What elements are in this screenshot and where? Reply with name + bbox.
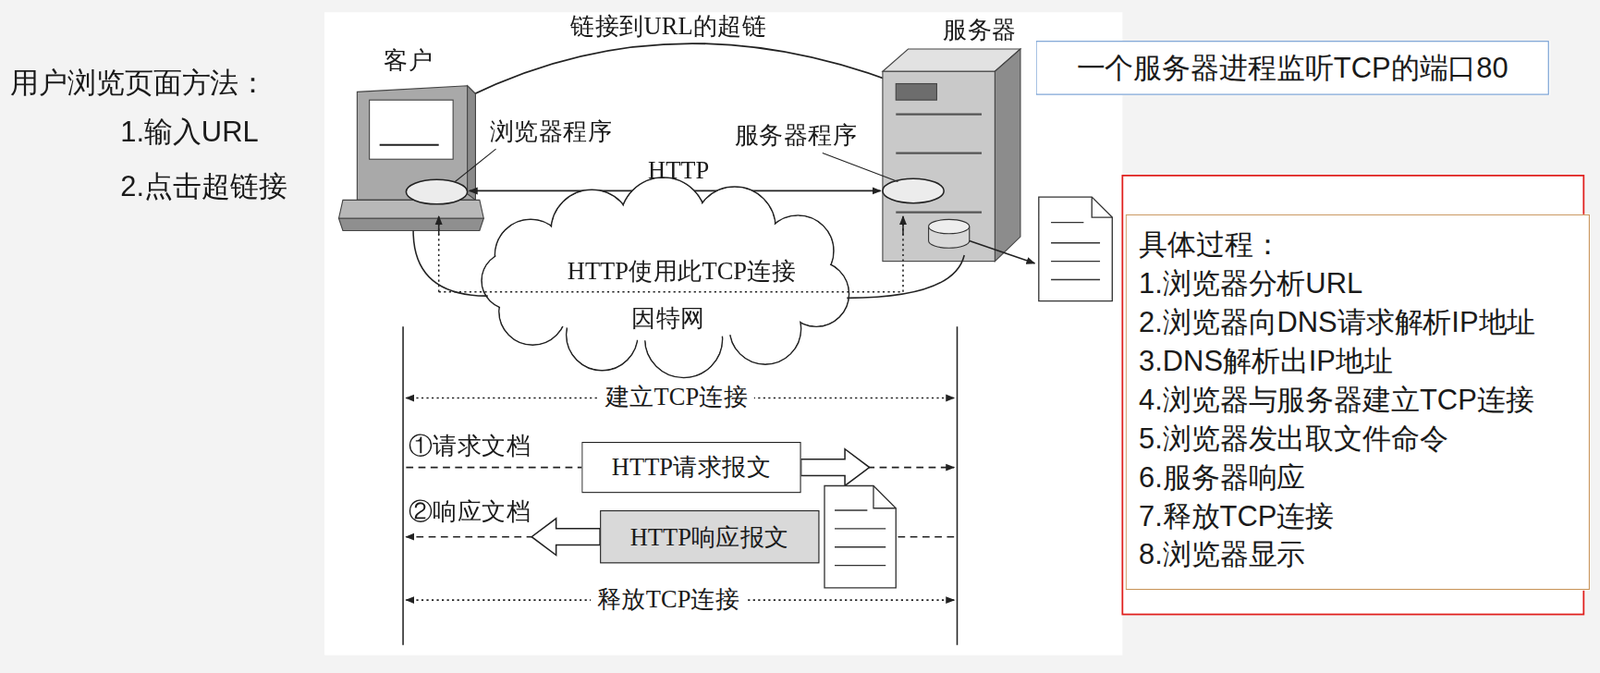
label: HTTP [647, 157, 709, 185]
document-icon [1091, 196, 1112, 218]
server-tower [895, 113, 982, 116]
step-text: 5.浏览器发出取文件命令 [1138, 419, 1577, 459]
client-computer [405, 179, 467, 204]
timeline [402, 326, 404, 645]
server-tower [895, 151, 982, 154]
label: 用户浏览页面方法： [10, 67, 268, 101]
label: ①请求文档 [408, 432, 531, 461]
access-line [413, 230, 489, 296]
label: 释放TCP连接 [590, 586, 746, 614]
server-tower [928, 219, 970, 233]
client-computer [467, 85, 477, 201]
document-icon [1050, 279, 1100, 281]
document-icon [1038, 196, 1112, 302]
timeline [405, 466, 582, 469]
client-computer [339, 218, 485, 231]
step-text: 6.服务器响应 [1138, 458, 1577, 498]
request-arrow [801, 449, 870, 487]
timeline [895, 536, 954, 538]
note-box: 一个服务器进程监听TCP的端口80 [1036, 40, 1550, 96]
step-text: 7.释放TCP连接 [1138, 497, 1577, 537]
client-computer [339, 85, 485, 232]
internet-cloud [510, 222, 817, 342]
tcp-connection [439, 216, 904, 293]
response-document [873, 485, 896, 508]
label: 链接到URL的超链 [570, 12, 767, 40]
document-icon [1038, 196, 1112, 302]
timeline [403, 326, 957, 645]
process-box: 具体过程：1.浏览器分析URL2.浏览器向DNS请求解析IP地址3.DNS解析出… [1125, 214, 1590, 590]
timeline [956, 326, 959, 645]
response-arrow [531, 518, 600, 556]
access-line [846, 255, 965, 298]
label: 服务器程序 [734, 122, 857, 150]
label: ②响应文档 [408, 498, 531, 526]
label: 2.点击超链接 [120, 170, 287, 204]
internet-cloud [481, 177, 849, 378]
server-tower [994, 48, 1021, 262]
timeline [867, 466, 954, 469]
client-computer [369, 99, 454, 159]
server-tower [895, 211, 982, 214]
response-document [824, 485, 896, 587]
server-tower [895, 84, 937, 101]
timeline [405, 536, 534, 538]
label: 客户 [383, 47, 433, 75]
response-document [834, 527, 886, 529]
server-tower [882, 48, 1021, 262]
response-box: HTTP响应报文 [599, 510, 819, 563]
leader-line [822, 153, 899, 183]
box-text: HTTP请求报文 [611, 452, 771, 483]
step-text: 3.DNS解析出IP地址 [1138, 341, 1577, 381]
response-document [834, 509, 868, 511]
response-document [824, 485, 896, 587]
label: 因特网 [631, 305, 705, 333]
tcp-connection [438, 216, 440, 235]
label: 建立TCP连接 [598, 383, 755, 412]
label: 1.输入URL [120, 116, 258, 150]
response-document [834, 564, 886, 566]
document-icon [1050, 242, 1100, 244]
box-text: HTTP响应报文 [630, 522, 790, 552]
client-computer [339, 199, 485, 219]
figure-panel [324, 12, 1123, 655]
request-box: HTTP请求报文 [581, 441, 801, 493]
leader-line [454, 148, 496, 182]
heading: 具体过程： [1138, 225, 1577, 265]
label: HTTP使用此TCP连接 [567, 256, 796, 285]
step-text: 8.浏览器显示 [1138, 536, 1577, 575]
document-icon [1050, 260, 1100, 262]
server-tower [882, 178, 944, 203]
tcp-connection [902, 216, 904, 235]
document-icon [1050, 221, 1084, 223]
box-text: 一个服务器进程监听TCP的端口80 [1076, 50, 1509, 86]
step-text: 2.浏览器向DNS请求解析IP地址 [1138, 303, 1577, 342]
step-text: 1.浏览器分析URL [1138, 264, 1577, 304]
step-text: 4.浏览器与服务器建立TCP连接 [1138, 380, 1577, 420]
response-document [834, 546, 886, 548]
storage-arrow [969, 241, 1036, 264]
label: 服务器 [942, 16, 1016, 45]
hyperlink-arrow [418, 43, 924, 125]
client-computer [379, 144, 440, 147]
label: 浏览器程序 [489, 118, 612, 147]
server-tower [882, 71, 995, 261]
